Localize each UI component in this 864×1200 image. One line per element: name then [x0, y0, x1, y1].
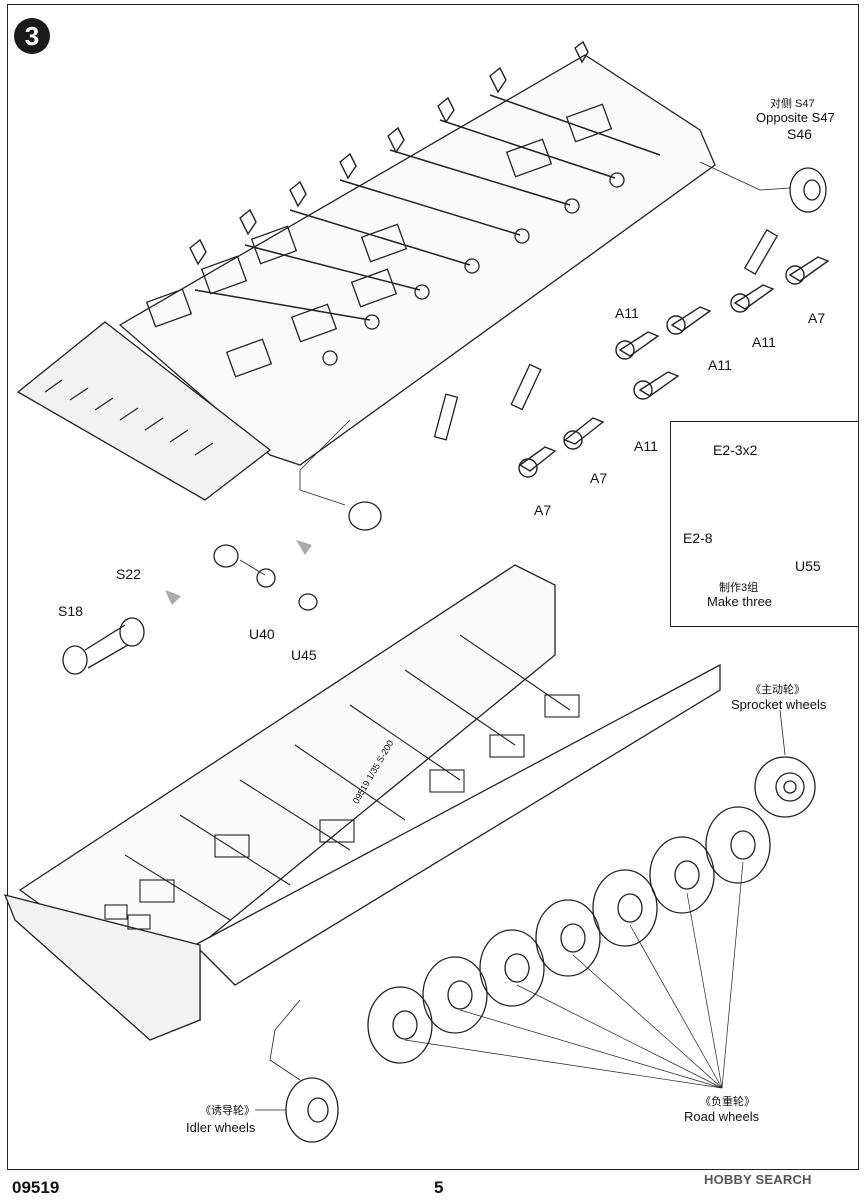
part-s22-label: S22 [116, 566, 141, 582]
sub-assembly-inset: E2-3x2 E2-8 U55 制作3组 Make three [670, 421, 859, 627]
opposite-part-cn-label: 对侧 S47 [770, 98, 815, 110]
part-a11-label: A11 [615, 305, 639, 321]
lower-hull-front [3, 894, 201, 1041]
sprocket-wheel [754, 756, 816, 818]
part-u45-label: U45 [291, 647, 317, 663]
kit-number: 09519 [12, 1178, 60, 1197]
bearing-stubs [322, 172, 625, 366]
assembly-lines [239, 161, 791, 1081]
hull-floor-frames [104, 634, 580, 930]
opposite-part-label: Opposite S47 [756, 110, 835, 125]
road-wheels [367, 806, 771, 1064]
part-s46-label: S46 [787, 126, 812, 142]
watermark: HOBBY SEARCH [704, 1172, 812, 1187]
part-a7-label: A7 [590, 470, 608, 486]
step-number-badge: 3 [14, 18, 50, 54]
part-a11-label: A11 [634, 438, 658, 454]
hull-hatches [145, 103, 613, 378]
sprocket-label: Sprocket wheels [731, 697, 827, 712]
part-a11-label: A11 [708, 357, 732, 373]
torsion-bars [194, 94, 661, 321]
part-u55-label: U55 [795, 558, 821, 574]
idler-wheel [255, 1077, 339, 1143]
part-u40-label: U40 [249, 626, 275, 642]
final-drive-hub [789, 167, 827, 213]
part-s18-label: S18 [58, 603, 83, 619]
glacis-slots [44, 379, 214, 456]
hull-front-glacis [16, 321, 272, 501]
road-wheel-leaders [404, 861, 744, 1089]
suspension-brackets [189, 40, 589, 266]
road-wheel-cn-label: 《负重轮》 [700, 1096, 755, 1108]
sprocket-cn-label: 《主动轮》 [750, 684, 805, 696]
idler-cn-label: 《诱导轮》 [200, 1105, 255, 1117]
shock-springs [433, 229, 779, 441]
part-a11-label: A11 [752, 334, 776, 350]
lower-hull-side [193, 663, 721, 986]
suspension-arms [518, 256, 830, 478]
make-count-label: Make three [707, 594, 773, 609]
upper-hull-plate [118, 54, 716, 466]
part-a7-label: A7 [534, 502, 552, 518]
road-wheel-label: Road wheels [684, 1109, 760, 1124]
part-a7-label: A7 [808, 310, 826, 326]
part-e2-8-label: E2-8 [683, 530, 713, 546]
part-e2-3-label: E2-3x2 [713, 442, 758, 458]
loose-parts [62, 501, 382, 675]
make-count-cn-label: 制作3组 [719, 582, 759, 594]
page-number: 5 [434, 1178, 444, 1197]
idler-label: Idler wheels [186, 1120, 256, 1135]
